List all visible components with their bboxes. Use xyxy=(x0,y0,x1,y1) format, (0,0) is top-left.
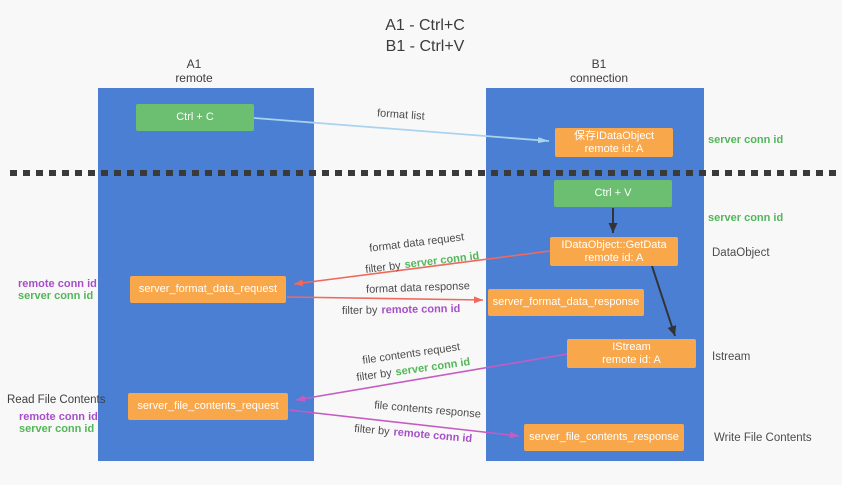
node-istream-line2: remote id: A xyxy=(602,353,661,366)
label-server-conn-id-mid: server conn id xyxy=(708,212,784,224)
label-istream: Istream xyxy=(712,351,751,363)
node-server-file-contents-response: server_file_contents_response xyxy=(524,424,684,451)
node-getdata-line2: remote id: A xyxy=(584,251,644,264)
lane-b1-name: B1 xyxy=(591,57,607,71)
node-save-idataobject-line1: 保存IDataObject xyxy=(573,129,655,142)
label-read-file-contents: Read File Contents xyxy=(7,394,106,406)
label-dataobject: DataObject xyxy=(712,247,770,259)
node-save-idataobject: 保存IDataObject remote id: A xyxy=(555,128,673,157)
title-line-1: A1 - Ctrl+C xyxy=(385,17,465,34)
label-server-conn-id: server conn id xyxy=(19,423,95,435)
node-server-file-contents-request: server_file_contents_request xyxy=(128,393,288,420)
node-save-idataobject-line2: remote id: A xyxy=(584,142,644,155)
arrow-getdata-to-istream xyxy=(650,262,677,337)
title-line-2: B1 - Ctrl+V xyxy=(385,38,465,55)
node-getdata-line1: IDataObject::GetData xyxy=(561,238,667,251)
arrow-format-data-response xyxy=(286,296,484,304)
node-server-format-data-request: server_format_data_request xyxy=(130,276,286,303)
node-ctrl-c-label: Ctrl + C xyxy=(176,111,214,123)
lane-header-b1: B1 connection xyxy=(539,57,659,85)
node-format-response-label: server_format_data_response xyxy=(492,296,640,308)
label-write-file-contents: Write File Contents xyxy=(714,432,812,444)
node-server-format-data-response: server_format_data_response xyxy=(488,289,644,316)
label-server-conn-id-top: server conn id xyxy=(708,134,784,146)
node-ctrl-v-label: Ctrl + V xyxy=(594,187,632,199)
node-file-response-label: server_file_contents_response xyxy=(529,431,679,443)
label-server-conn-id: server conn id xyxy=(18,290,94,302)
arrow-format-list xyxy=(253,117,550,144)
diagram-title: A1 - Ctrl+C B1 - Ctrl+V xyxy=(330,15,520,57)
lane-a1-role: remote xyxy=(175,71,213,85)
session-separator-dotted-line xyxy=(10,170,836,176)
lane-header-a1: A1 remote xyxy=(134,57,254,85)
label-file-conn-ids: remote conn id server conn id xyxy=(19,411,98,435)
arrow-file-contents-response xyxy=(288,409,520,439)
lane-a1-name: A1 xyxy=(186,57,202,71)
arrow-file-contents-request xyxy=(295,353,568,402)
label-format-conn-ids: remote conn id server conn id xyxy=(18,278,97,302)
node-format-request-label: server_format_data_request xyxy=(138,283,278,295)
node-idataobject-getdata: IDataObject::GetData remote id: A xyxy=(550,237,678,266)
lane-b1-role: connection xyxy=(569,71,629,85)
label-remote-conn-id: remote conn id xyxy=(19,411,98,423)
arrow-format-data-request xyxy=(293,250,551,287)
node-istream: IStream remote id: A xyxy=(567,339,696,368)
filter-value-remote-conn-id: remote conn id xyxy=(381,302,461,317)
node-ctrl-v: Ctrl + V xyxy=(554,180,672,207)
node-ctrl-c: Ctrl + C xyxy=(136,104,254,131)
filter-prefix: filter by xyxy=(341,304,378,318)
node-file-request-label: server_file_contents_request xyxy=(137,400,279,412)
node-istream-line1: IStream xyxy=(612,340,651,353)
label-remote-conn-id: remote conn id xyxy=(18,278,97,290)
